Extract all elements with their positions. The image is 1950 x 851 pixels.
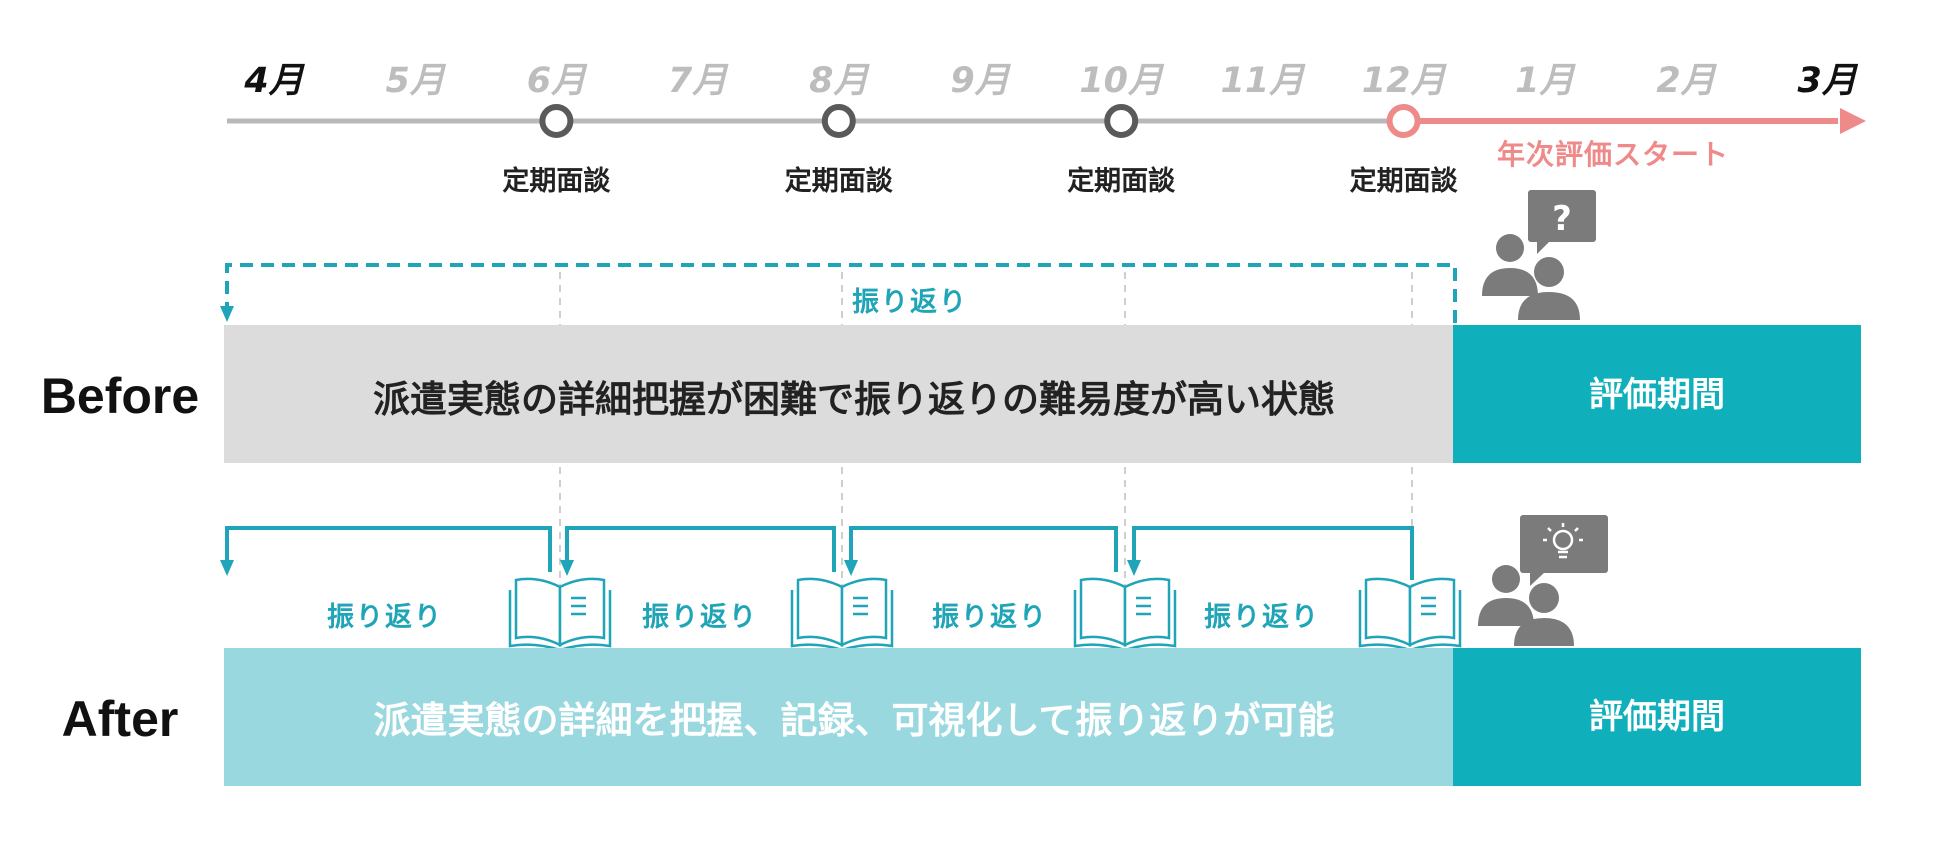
- meeting-marker: [821, 104, 856, 138]
- people-question-icon: ?: [1482, 190, 1596, 320]
- month-label: 2月: [1656, 61, 1717, 101]
- meeting-label: 定期面談: [785, 165, 894, 197]
- meeting-marker: [1104, 104, 1139, 138]
- after-reflection-arrow-1: [225, 526, 552, 572]
- meeting-markers: 定期面談 定期面談 定期面談 定期面談: [502, 104, 1459, 197]
- month-label: 5月: [386, 61, 447, 101]
- after-reflection-label-2: 振り返り: [642, 602, 758, 633]
- month-label: 9月: [950, 61, 1011, 101]
- annual-evaluation-start-label: 年次評価スタート: [1497, 138, 1729, 171]
- month-label: 7月: [668, 61, 729, 101]
- before-row: 振り返り 派遣実態の詳細把握が困難で振り返りの難易度が高い状態 評価期間 Bef…: [41, 190, 1861, 463]
- month-label: 12月: [1362, 61, 1448, 101]
- meeting-label: 定期面談: [1067, 165, 1176, 197]
- book-icon: [1073, 577, 1177, 652]
- book-icon: [790, 577, 894, 652]
- month-labels: 4月 5月 6月 7月 8月 9月 10月 11月 12月 1月 2月 3月: [243, 61, 1859, 101]
- meeting-label: 定期面談: [502, 165, 611, 197]
- month-label: 6月: [527, 61, 588, 101]
- before-main-bar: [224, 325, 1453, 463]
- after-reflection-arrow-4: [1132, 526, 1414, 580]
- after-eval-text: 評価期間: [1589, 697, 1725, 737]
- meeting-marker: [539, 104, 574, 138]
- month-label: 8月: [809, 61, 870, 101]
- after-eval-bar: [1453, 648, 1861, 786]
- before-row-label: Before: [41, 368, 199, 424]
- before-reflection-arrow: [225, 263, 1457, 323]
- after-reflection-label-4: 振り返り: [1204, 602, 1320, 633]
- before-main-text: 派遣実態の詳細把握が困難で振り返りの難易度が高い状態: [373, 378, 1335, 421]
- before-eval-text: 評価期間: [1589, 375, 1725, 415]
- after-row: 振り返り 振り返り 振り返り 振り返り 派遣実態の詳細を把握、記録、可視化して振…: [62, 515, 1861, 786]
- after-reflection-label-1: 振り返り: [327, 602, 443, 633]
- month-label: 11月: [1221, 61, 1307, 101]
- month-label: 1月: [1515, 61, 1576, 101]
- after-main-bar: [224, 648, 1453, 786]
- people-lightbulb-icon: [1478, 515, 1608, 646]
- after-reflection-label-3: 振り返り: [932, 602, 1048, 633]
- month-label: 3月: [1798, 61, 1859, 101]
- month-label: 10月: [1079, 61, 1165, 101]
- svg-text:?: ?: [1552, 199, 1572, 239]
- annual-arrow-head: [1840, 108, 1866, 134]
- before-reflection-label: 振り返り: [852, 287, 968, 318]
- after-row-label: After: [62, 691, 179, 747]
- after-main-text: 派遣実態の詳細を把握、記録、可視化して振り返りが可能: [374, 699, 1335, 742]
- after-reflection-arrow-2: [565, 526, 836, 572]
- after-reflection-arrow-3: [849, 526, 1118, 572]
- meeting-label: 定期面談: [1350, 165, 1459, 197]
- before-reflection-arrow-head: [220, 306, 234, 322]
- before-eval-bar: [1453, 325, 1861, 463]
- month-label: 4月: [243, 61, 305, 101]
- meeting-marker: [1386, 104, 1421, 138]
- book-icon: [1358, 577, 1462, 652]
- book-icons: [508, 577, 1462, 652]
- book-icon: [508, 577, 612, 652]
